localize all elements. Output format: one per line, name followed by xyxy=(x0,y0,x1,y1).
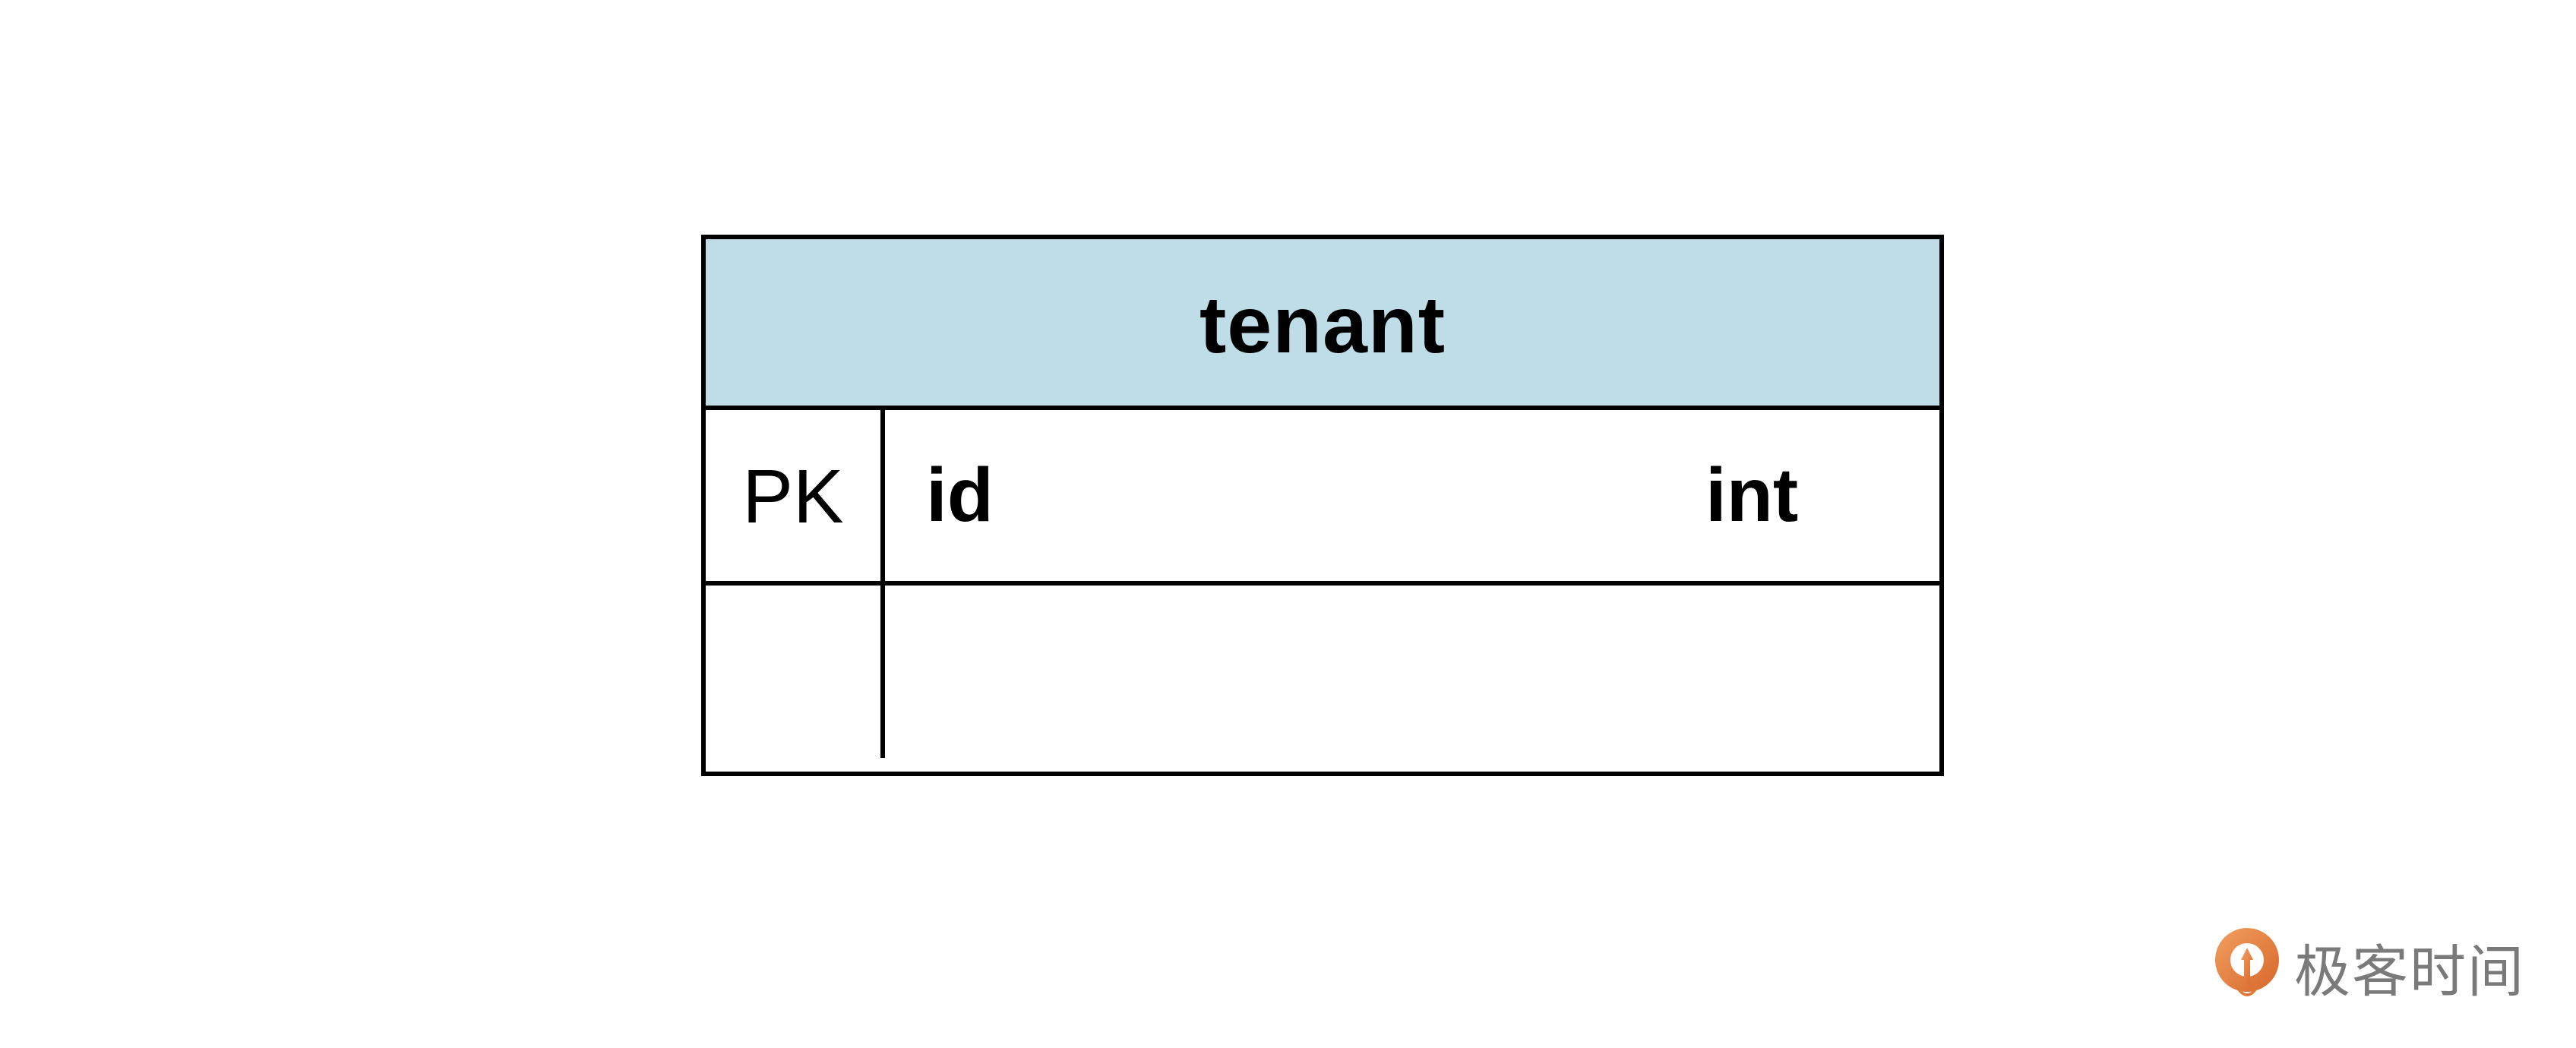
column-type: int xyxy=(1705,453,1799,538)
brand-watermark: 极客时间 xyxy=(2211,925,2525,1009)
brand-name: 极客时间 xyxy=(2294,939,2525,1005)
entity-header: tenant xyxy=(706,239,1939,410)
entity-table-tenant: tenant PK id int xyxy=(701,235,1944,776)
entity-row-empty xyxy=(706,586,1939,772)
entity-row-id: PK id int xyxy=(706,410,1939,586)
column-name: id xyxy=(926,453,994,538)
primary-key-label: PK xyxy=(742,454,844,539)
key-cell: PK xyxy=(706,410,880,581)
entity-title: tenant xyxy=(1199,280,1446,370)
geektime-logo-icon xyxy=(2215,928,2279,996)
